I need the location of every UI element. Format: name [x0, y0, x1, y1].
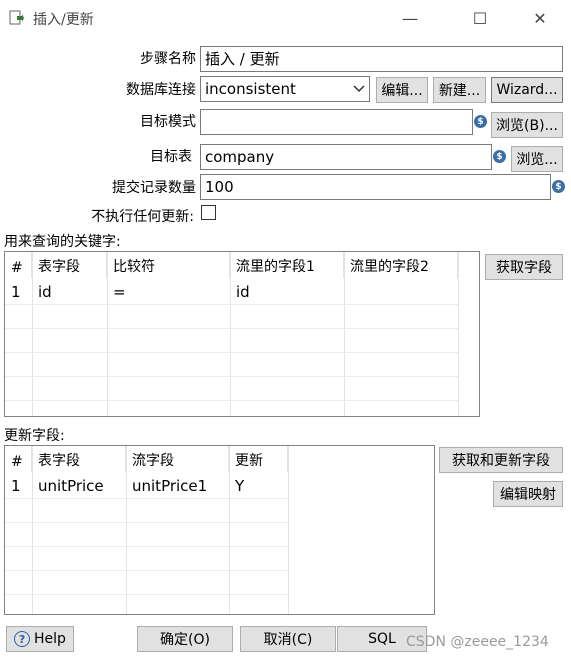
watermark: CSDN @zeeee_1234 — [406, 634, 549, 650]
update-section-label: 更新字段: — [4, 428, 65, 444]
window-title: 插入/更新 — [33, 12, 94, 28]
maximize-button[interactable]: ☐ — [457, 0, 503, 36]
maximize-icon: ☐ — [472, 8, 488, 28]
variable-icon: $ — [474, 115, 487, 128]
table-header-cell[interactable]: 流字段 — [126, 446, 229, 472]
variable-icon: $ — [493, 150, 506, 163]
chevron-down-icon — [353, 85, 365, 93]
db-connection-value: inconsistent — [205, 80, 296, 98]
row-number: 1 — [11, 477, 21, 495]
target-table-input[interactable]: company — [200, 144, 492, 170]
no-update-label: 不执行任何更新: — [91, 209, 194, 225]
help-icon: ? — [14, 631, 31, 647]
table-header-cell[interactable]: 流里的字段1 — [230, 252, 344, 278]
table-header-cell[interactable]: ^ # — [5, 252, 32, 278]
step-name-input[interactable]: 插入 / 更新 — [200, 46, 563, 72]
table-header-cell[interactable]: 表字段 — [32, 252, 107, 278]
table-field-cell[interactable]: unitPrice — [38, 477, 104, 495]
get-update-fields-button[interactable]: 获取和更新字段 — [439, 447, 563, 473]
sort-icon: ^ — [13, 251, 22, 259]
help-button[interactable]: ? Help — [6, 626, 74, 652]
comparator-cell[interactable]: = — [113, 283, 126, 301]
update-table: ^ # 表字段 流字段 更新 1 unitPrice unitPrice1 Y — [4, 445, 435, 615]
table-header-cell[interactable]: 流里的字段2 — [344, 252, 458, 278]
db-connection-label: 数据库连接 — [126, 82, 196, 98]
close-icon: ✕ — [533, 8, 547, 28]
db-connection-select[interactable]: inconsistent — [200, 76, 370, 102]
commit-size-input[interactable]: 100 — [200, 174, 551, 200]
browse-schema-button[interactable]: 浏览(B)... — [491, 112, 563, 138]
wizard-button[interactable]: Wizard... — [491, 77, 563, 103]
minimize-icon: — — [402, 8, 418, 28]
row-number: 1 — [11, 283, 21, 301]
table-header-cell[interactable]: 比较符 — [107, 252, 230, 278]
no-update-checkbox[interactable] — [201, 205, 216, 220]
stream-field2-cell[interactable] — [344, 280, 458, 304]
edit-mapping-button[interactable]: 编辑映射 — [493, 481, 563, 507]
keys-table: ^ # 表字段 比较符 流里的字段1 流里的字段2 1 id = id — [4, 251, 480, 417]
minimize-button[interactable]: — — [387, 0, 433, 36]
get-fields-button[interactable]: 获取字段 — [485, 254, 563, 280]
new-connection-button[interactable]: 新建... — [433, 77, 486, 103]
edit-connection-button[interactable]: 编辑... — [376, 77, 428, 103]
help-label: Help — [34, 631, 66, 647]
stream-field-cell[interactable]: unitPrice1 — [132, 477, 208, 495]
target-schema-input[interactable] — [200, 109, 473, 135]
close-button[interactable]: ✕ — [517, 0, 563, 36]
app-icon — [9, 10, 24, 25]
target-schema-label: 目标模式 — [140, 114, 196, 130]
ok-button[interactable]: 确定(O) — [137, 626, 233, 652]
update-flag-cell[interactable]: Y — [235, 477, 245, 495]
target-table-label: 目标表 — [150, 149, 192, 165]
table-header-cell[interactable]: 表字段 — [32, 446, 126, 472]
table-field-cell[interactable]: id — [38, 283, 52, 301]
table-header-cell[interactable]: 更新 — [229, 446, 288, 472]
commit-size-label: 提交记录数量 — [112, 180, 196, 196]
step-name-label: 步骤名称 — [140, 51, 196, 67]
keys-section-label: 用来查询的关键字: — [4, 234, 121, 250]
sql-button[interactable]: SQL — [337, 626, 427, 652]
table-header-cell[interactable]: ^ # — [5, 446, 32, 472]
title-bar — [0, 0, 571, 36]
sort-icon: ^ — [13, 445, 22, 453]
browse-table-button[interactable]: 浏览... — [511, 146, 563, 172]
stream-field1-cell[interactable]: id — [236, 283, 250, 301]
cancel-button[interactable]: 取消(C) — [240, 626, 336, 652]
variable-icon: $ — [552, 180, 565, 193]
